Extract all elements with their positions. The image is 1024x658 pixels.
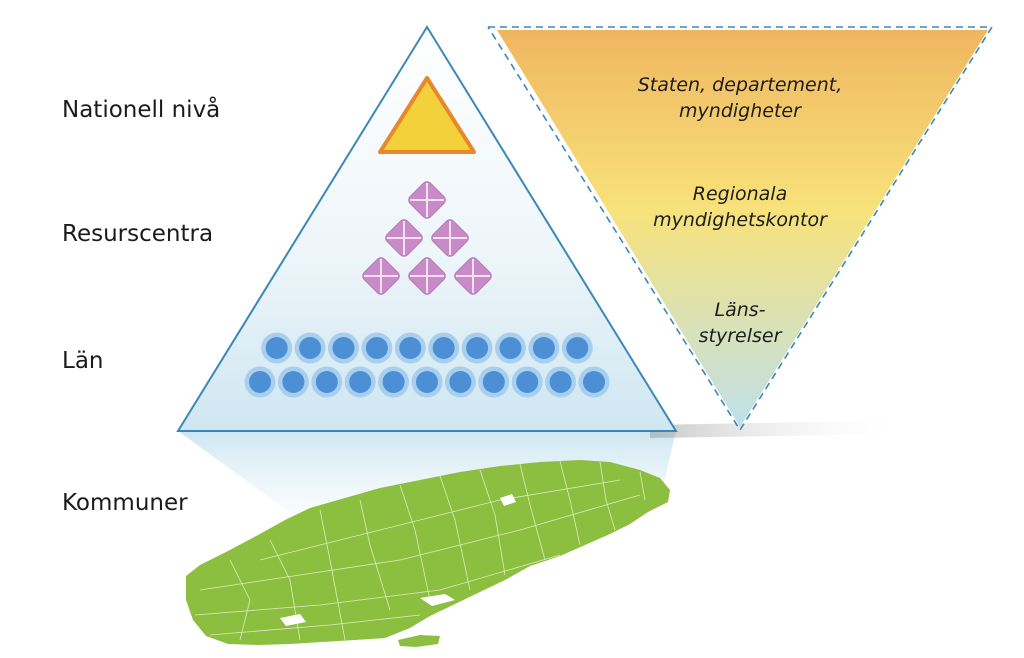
county-circle (244, 366, 276, 398)
resource-centre-diamond (431, 219, 469, 257)
resource-centre-diamonds (362, 181, 492, 295)
inverted-text-state: Staten, departement, myndigheter (590, 72, 890, 124)
sweden-map (186, 460, 670, 647)
inverted-text-regional-line2: myndighetskontor (653, 209, 827, 231)
resource-centre-diamond (408, 181, 446, 219)
inverted-text-county-boards-line2: styrelser (698, 325, 782, 347)
map-lake-3 (500, 494, 516, 506)
level-label-national: Nationell nivå (62, 97, 221, 123)
level-label-municipalities: Kommuner (62, 490, 188, 516)
county-circle (478, 366, 510, 398)
county-circle (261, 332, 293, 364)
inverted-text-state-line2: myndigheter (679, 100, 801, 122)
county-circle (528, 332, 560, 364)
county-circle (545, 366, 577, 398)
county-circle (277, 366, 309, 398)
county-circle (461, 332, 493, 364)
level-label-resource-centres: Resurscentra (62, 221, 214, 247)
map-lake-1 (420, 594, 455, 606)
county-circles (244, 332, 610, 398)
inverted-text-state-line1: Staten, departement, (637, 74, 843, 96)
county-circle (411, 366, 443, 398)
pyramid (176, 25, 678, 432)
county-circle (495, 332, 526, 364)
inverted-triangle (497, 30, 988, 427)
county-circle (578, 366, 610, 398)
inverted-text-regional: Regionala myndighetskontor (590, 181, 890, 233)
county-circle (561, 332, 593, 364)
resource-centre-diamond (408, 257, 446, 295)
national-level-triangle (378, 76, 476, 154)
county-circle (344, 366, 376, 398)
county-circle (378, 366, 410, 398)
inverted-text-regional-line1: Regionala (692, 183, 788, 205)
county-circle (294, 332, 326, 364)
county-circle (328, 332, 359, 364)
resource-centre-diamond (362, 257, 400, 295)
resource-centre-diamond (454, 257, 492, 295)
county-circle (444, 366, 476, 398)
resource-centre-diamond (385, 219, 423, 257)
inverted-triangle-dashed-outline (487, 26, 994, 432)
inverted-text-county-boards-line1: Läns- (714, 299, 766, 321)
county-circle (511, 366, 543, 398)
county-circle (428, 332, 460, 364)
inverted-text-county-boards: Läns- styrelser (640, 297, 840, 349)
county-circle (361, 332, 393, 364)
map-lake-2 (280, 614, 306, 626)
pyramid-shadow (650, 420, 910, 438)
county-circle (394, 332, 426, 364)
level-label-counties: Län (62, 348, 104, 374)
county-circle (311, 366, 343, 398)
sweden-map-shape (186, 460, 670, 645)
gotland-island (398, 635, 440, 647)
